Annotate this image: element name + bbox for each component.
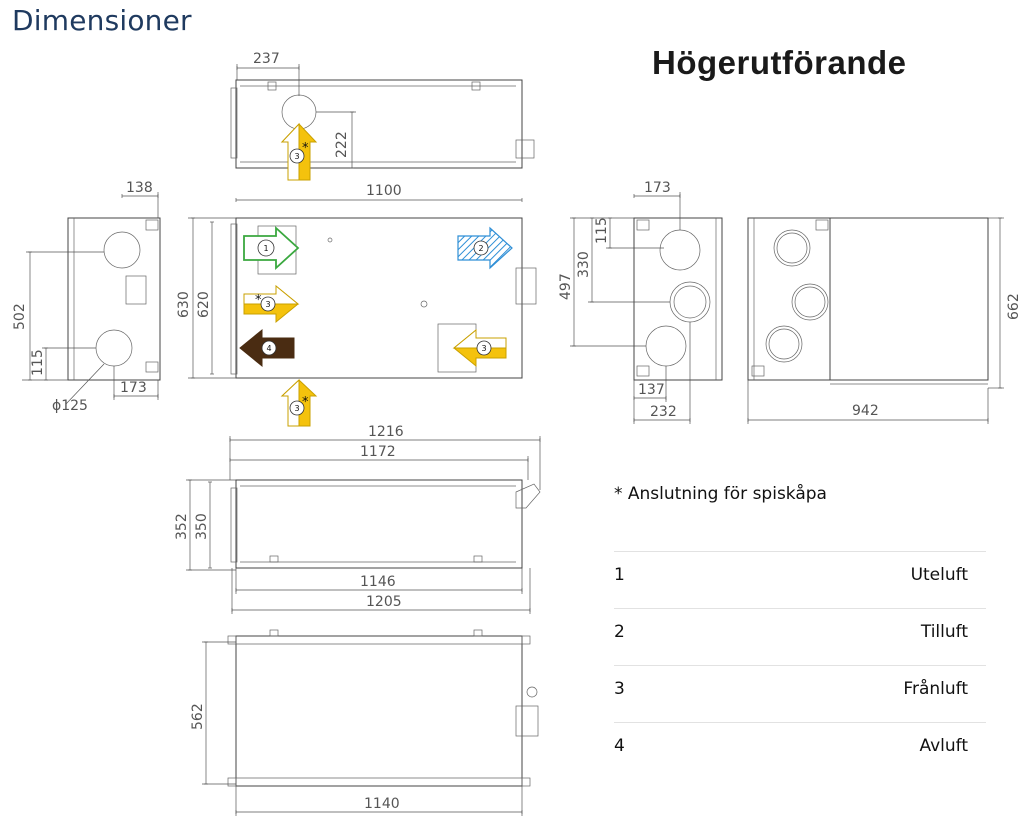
arrow-3-franluft-left	[243, 284, 300, 324]
top-view	[230, 64, 535, 169]
star-left: *	[255, 293, 262, 308]
dim-top-237: 237	[253, 51, 280, 67]
dim-left-138: 138	[126, 180, 153, 196]
legend-row-3: 3 Frånluft	[614, 665, 986, 723]
variant-heading: Högerutförande	[652, 44, 907, 81]
arrow-3-right-number: 3	[481, 344, 486, 353]
arrow-3-franluft-right	[452, 328, 507, 368]
arrow-numbers: 1 2 3 3 4 3 3	[263, 148, 487, 416]
dim-plan-1100: 1100	[366, 183, 402, 199]
dim-right-232: 232	[650, 404, 677, 420]
dim-front-352: 352	[174, 513, 190, 540]
hood-markers: * * *	[255, 141, 309, 410]
arrow-2-tilluft	[457, 226, 513, 270]
front-view	[186, 436, 541, 614]
dim-plan-630: 630	[176, 291, 192, 318]
star-bottom: *	[302, 395, 309, 410]
page-title: Dimensioner	[12, 4, 192, 37]
dim-left-115: 115	[30, 349, 46, 376]
arrow-1-uteluft	[243, 225, 300, 271]
hood-note: * Anslutning för spiskåpa	[614, 484, 827, 504]
dim-left-502: 502	[12, 303, 28, 330]
legend-number: 1	[614, 565, 625, 585]
legend-number: 2	[614, 622, 625, 642]
dim-right-137: 137	[638, 382, 665, 398]
legend-label: Avluft	[919, 736, 968, 756]
arrow-4-number: 4	[266, 344, 271, 353]
dim-front-1205: 1205	[366, 594, 402, 610]
legend-number: 3	[614, 679, 625, 699]
dim-farright-662: 662	[1006, 293, 1022, 320]
star-top: *	[302, 141, 309, 156]
far-right-view	[747, 217, 1004, 424]
legend-row-4: 4 Avluft	[614, 722, 986, 780]
legend-label: Uteluft	[910, 565, 968, 585]
bottom-view	[202, 629, 539, 816]
dim-front-1172: 1172	[360, 444, 396, 460]
arrow-2-number: 2	[478, 244, 483, 253]
arrow-top-3-number: 3	[294, 152, 299, 161]
dim-right-330: 330	[576, 251, 592, 278]
dim-plan-620: 620	[196, 291, 212, 318]
dim-front-1146: 1146	[360, 574, 396, 590]
dim-left-phi125: ϕ125	[52, 398, 88, 414]
arrow-3-left-number: 3	[265, 300, 270, 309]
dim-farright-942: 942	[852, 403, 879, 419]
arrow-bottom-3-number: 3	[294, 404, 299, 413]
dim-front-350: 350	[194, 513, 210, 540]
arrow-1-number: 1	[263, 244, 268, 253]
dimension-labels: 237 222 1100 630 620 138 502 115 173 ϕ12…	[12, 51, 1022, 812]
legend-number: 4	[614, 736, 625, 756]
right-side-view	[570, 192, 723, 424]
legend-row-1: 1 Uteluft	[614, 551, 986, 609]
dim-bottom-1140: 1140	[364, 796, 400, 812]
legend-label: Frånluft	[903, 679, 968, 699]
left-side-view	[22, 192, 161, 405]
dim-right-173: 173	[644, 180, 671, 196]
legend-row-2: 2 Tilluft	[614, 608, 986, 666]
arrow-4-avluft	[239, 328, 295, 368]
dim-bottom-562: 562	[190, 703, 206, 730]
dim-front-1216: 1216	[368, 424, 404, 440]
dim-right-497: 497	[558, 273, 574, 300]
dim-left-173: 173	[120, 380, 147, 396]
legend-label: Tilluft	[920, 622, 968, 642]
dim-top-222: 222	[334, 131, 350, 158]
dim-right-115: 115	[594, 217, 610, 244]
